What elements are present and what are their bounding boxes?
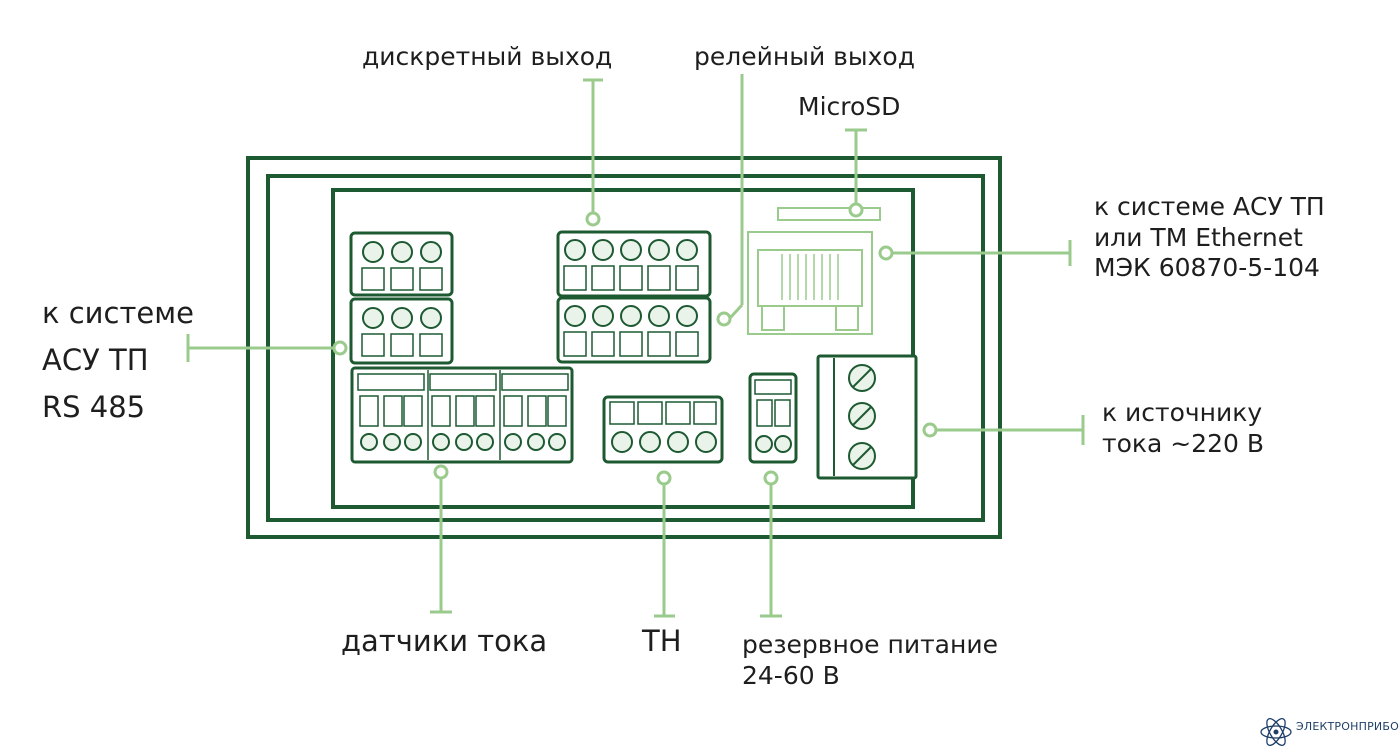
- vt-terminal-block: [602, 395, 724, 464]
- relay-output-terminal-block: [556, 296, 712, 364]
- label-ethernet-line: или ТМ Ethernet: [1094, 222, 1303, 252]
- ethernet-port: [747, 231, 873, 335]
- backup-power-terminal-block: [748, 372, 798, 464]
- microsd-slot: [777, 207, 881, 221]
- current-sensor-terminals: [350, 366, 574, 464]
- label-rs485-line: RS 485: [42, 389, 146, 424]
- discrete-output-terminal-block: [556, 230, 712, 298]
- callout-dots: [332, 202, 938, 486]
- label-ethernet-line: к системе АСУ ТП: [1094, 192, 1325, 221]
- label-microsd: MicroSD: [798, 92, 901, 121]
- rs485-terminal-block: [349, 231, 454, 365]
- label-rs485-line: к системе: [42, 296, 194, 330]
- label-backup-power-line: 24-60 В: [742, 660, 840, 690]
- label-vt: ТН: [642, 624, 682, 658]
- label-discrete-output: дискретный выход: [362, 42, 613, 71]
- label-current-sensors: датчики тока: [341, 624, 548, 658]
- label-backup-power-line: резервное питание: [742, 630, 998, 659]
- label-ethernet: к системе АСУ ТП или ТМ Ethernet МЭК 608…: [1094, 192, 1325, 284]
- logo-text: ЭЛЕКТРОНПРИБОР: [1296, 720, 1400, 733]
- label-relay-output: релейный выход: [694, 42, 915, 71]
- label-ethernet-line: МЭК 60870-5-104: [1094, 253, 1320, 282]
- atom-logo-icon: [1260, 718, 1292, 746]
- label-rs485: к системе АСУ ТП RS 485: [42, 290, 194, 431]
- label-power-source-line: тока ~220 В: [1102, 428, 1264, 458]
- label-rs485-line: АСУ ТП: [42, 342, 149, 377]
- mains-power-terminal: [816, 354, 918, 480]
- callout-lines: [186, 74, 1085, 618]
- label-backup-power: резервное питание 24-60 В: [742, 630, 998, 691]
- label-power-source-line: к источнику: [1102, 398, 1263, 427]
- label-power-source: к источнику тока ~220 В: [1102, 398, 1264, 459]
